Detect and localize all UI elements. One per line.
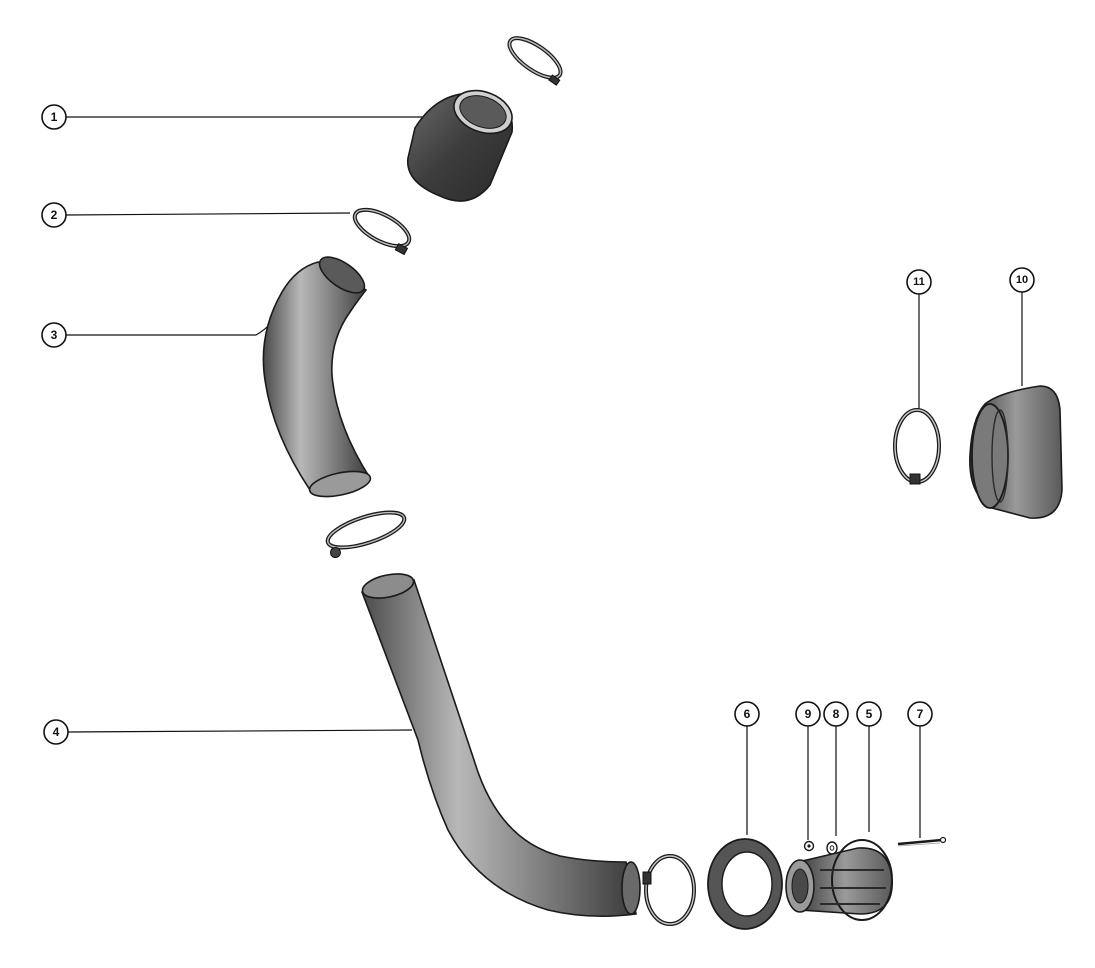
callout-2: 2 xyxy=(41,202,67,228)
callout-9: 9 xyxy=(795,701,821,727)
part-2-hose-clamp xyxy=(352,207,412,256)
leader-lines xyxy=(65,116,1023,840)
callout-11-label: 11 xyxy=(913,276,925,288)
part-10-exhaust-boot xyxy=(969,385,1063,519)
callout-2-label: 2 xyxy=(51,208,58,222)
callout-8-label: 8 xyxy=(833,707,840,721)
callout-6-label: 6 xyxy=(744,707,751,721)
callout-7: 7 xyxy=(907,701,933,727)
callout-3: 3 xyxy=(41,322,67,348)
callout-11: 11 xyxy=(906,269,932,295)
callout-7-label: 7 xyxy=(917,707,924,721)
leader-3 xyxy=(66,321,273,336)
part-5-exhaust-outlet xyxy=(785,839,893,921)
part-8-washer xyxy=(826,841,838,855)
part-3-elbow-hose xyxy=(262,256,372,498)
part-9-nut xyxy=(803,840,815,852)
callout-5-label: 5 xyxy=(866,707,873,721)
middle-hose-clamp xyxy=(325,510,407,559)
leader-4 xyxy=(67,729,413,733)
callout-4: 4 xyxy=(43,719,69,745)
callout-9-label: 9 xyxy=(805,707,812,721)
part-11-clamp xyxy=(893,408,941,485)
callout-1: 1 xyxy=(41,104,67,130)
callout-10: 10 xyxy=(1009,267,1035,293)
callout-3-label: 3 xyxy=(51,328,58,342)
leader-2 xyxy=(65,212,351,216)
callout-4-label: 4 xyxy=(53,725,60,739)
callout-1-label: 1 xyxy=(51,110,58,124)
callout-5: 5 xyxy=(856,701,882,727)
part-4-exhaust-pipe xyxy=(361,573,641,918)
part-6-gasket xyxy=(707,838,783,930)
callout-6: 6 xyxy=(734,701,760,727)
callout-8: 8 xyxy=(823,701,849,727)
part-7-pin xyxy=(897,836,947,847)
callout-10-label: 10 xyxy=(1016,274,1028,286)
part-1-sleeve xyxy=(407,89,513,202)
lower-hose-clamp xyxy=(642,854,696,926)
top-hose-clamp xyxy=(507,36,563,86)
